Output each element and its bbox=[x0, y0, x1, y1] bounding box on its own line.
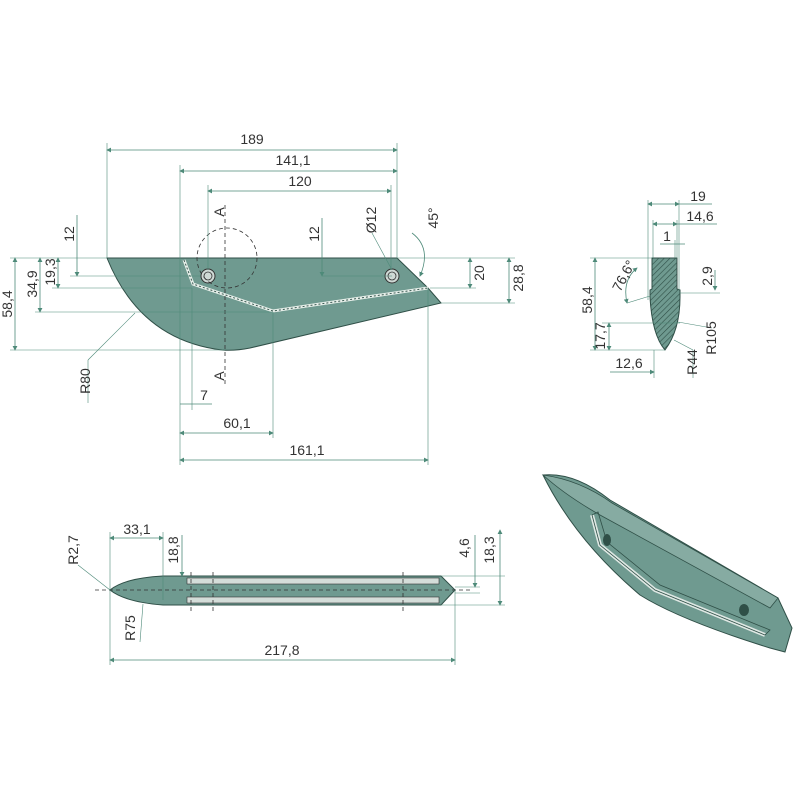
dim-angle-45: 45° bbox=[425, 207, 441, 228]
iso-hole-left bbox=[603, 534, 611, 546]
dim-189: 189 bbox=[240, 131, 264, 147]
section-label-bottom: A bbox=[211, 371, 227, 381]
detail-circle bbox=[196, 227, 258, 289]
section-dim-58-4: 58,4 bbox=[579, 286, 595, 313]
top-view: 33,1 18,8 R2,7 R75 217,8 4,6 18,3 bbox=[65, 521, 505, 665]
section-dim-r44: R44 bbox=[684, 349, 700, 375]
mounting-hole-left bbox=[200, 268, 216, 284]
isometric-view bbox=[541, 474, 793, 653]
dim-hole-diameter: Ø12 bbox=[363, 207, 379, 234]
dim-r80: R80 bbox=[77, 368, 93, 394]
section-dim-14-6: 14,6 bbox=[686, 208, 713, 224]
section-profile bbox=[649, 257, 681, 351]
dim-28-8: 28,8 bbox=[510, 264, 526, 291]
top-dim-217-8: 217,8 bbox=[264, 642, 299, 658]
top-dim-18-3: 18,3 bbox=[481, 536, 497, 563]
top-dim-r2-7: R2,7 bbox=[65, 535, 81, 565]
section-label-top: A bbox=[211, 207, 227, 217]
top-dim-4-6: 4,6 bbox=[456, 538, 472, 558]
section-view: 19 14,6 1 58,4 17,7 76,6° 2,9 12,6 R44 R… bbox=[579, 188, 720, 378]
dim-58-4: 58,4 bbox=[0, 290, 15, 317]
dim-141-1: 141,1 bbox=[275, 152, 310, 168]
dim-161-1: 161,1 bbox=[289, 442, 324, 458]
section-dim-19: 19 bbox=[690, 188, 706, 204]
top-dim-18-8: 18,8 bbox=[165, 536, 181, 563]
top-dim-r75: R75 bbox=[122, 615, 138, 641]
section-dim-12-6: 12,6 bbox=[615, 355, 642, 371]
dim-12-right: 12 bbox=[306, 226, 322, 242]
dim-34-9: 34,9 bbox=[24, 270, 40, 297]
side-view: 189 141,1 120 A A 58,4 34,9 19,3 12 12 Ø… bbox=[0, 131, 526, 465]
dim-60-1: 60,1 bbox=[223, 415, 250, 431]
iso-hole-right bbox=[739, 604, 749, 616]
dim-120: 120 bbox=[288, 173, 312, 189]
top-dim-33-1: 33,1 bbox=[123, 521, 150, 537]
dim-19-3: 19,3 bbox=[42, 258, 58, 285]
section-dim-2-9: 2,9 bbox=[699, 266, 715, 286]
dim-12-left: 12 bbox=[61, 226, 77, 242]
section-dim-1: 1 bbox=[663, 228, 671, 244]
dim-7: 7 bbox=[200, 387, 208, 403]
section-dim-r105: R105 bbox=[703, 321, 719, 355]
dim-20: 20 bbox=[471, 265, 487, 281]
section-dim-17-7: 17,7 bbox=[592, 322, 608, 349]
section-dim-angle: 76,6° bbox=[609, 257, 639, 294]
wear-strip-hatching bbox=[183, 259, 429, 312]
